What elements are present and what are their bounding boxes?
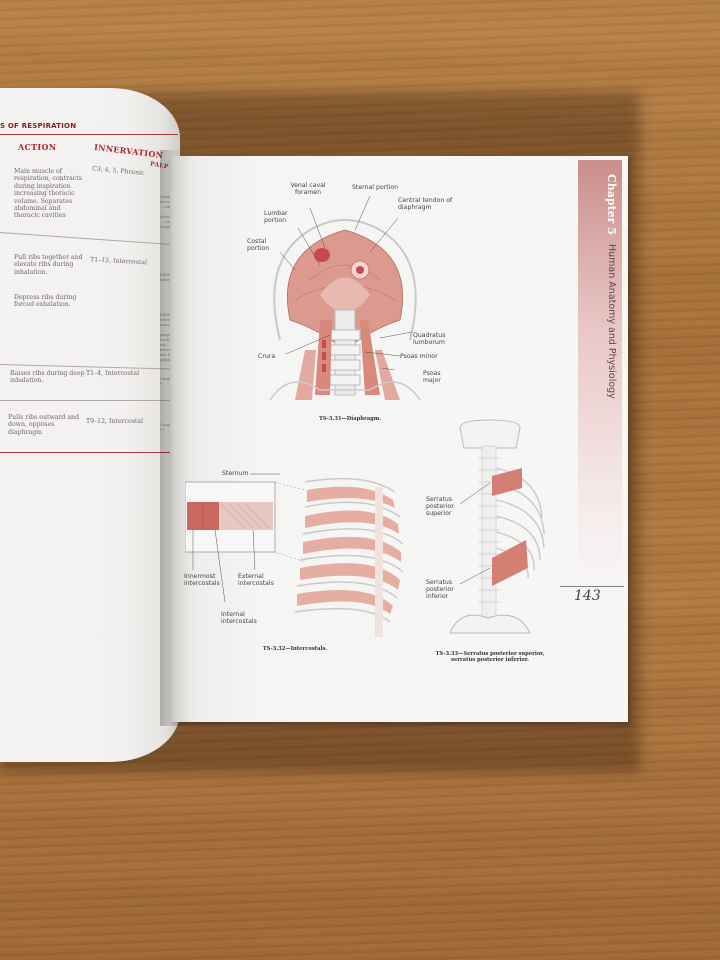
label-sternum: Sternum <box>222 470 249 477</box>
table-bottom-rule <box>0 452 178 453</box>
serratus-illustration <box>449 419 545 634</box>
chapter-title: Human Anatomy and Physiology <box>606 243 617 399</box>
page-number-rule <box>560 586 624 587</box>
label-costal: Costal portion <box>247 238 270 252</box>
chapter-tab-text: Chapter 5 Human Anatomy and Physiology <box>598 174 618 584</box>
row4-action: Raises ribs during deep inhalation. <box>10 370 85 385</box>
header-action: ACTION <box>18 142 57 152</box>
row5-action: Pulls ribs outward and down, opposes dia… <box>8 414 79 436</box>
row4-palpation: Cannot b... <box>160 376 180 384</box>
label-central-tendon: Central tendon of diaphragm <box>398 197 453 211</box>
label-lumbar: Lumbar portion <box>264 210 288 224</box>
row-divider <box>0 400 178 401</box>
label-venal-caval: Venal caval foramen <box>290 182 326 196</box>
label-psoas-minor: Psoas minor <box>400 353 438 360</box>
diaphragm-leader-lines <box>279 195 413 370</box>
table-title: S OF RESPIRATION <box>0 122 77 130</box>
label-innermost: Innermost intercostals <box>184 573 220 587</box>
label-quadratus: Quadratus lumborum <box>413 332 446 346</box>
page-number: 143 <box>574 588 601 604</box>
caption-intercostals: TS-3.32—Intercostals. <box>262 646 328 652</box>
label-psoas-major: Psoas major <box>423 370 441 384</box>
left-page <box>0 88 180 762</box>
caption-diaphragm: TS-3.31—Diaphragm. <box>318 416 382 422</box>
caption-serratus-line2: serratus posterior inferior. <box>451 657 529 663</box>
row4-innervation: T1–4, Intercostal <box>86 370 140 377</box>
chapter-tab <box>578 160 622 588</box>
caption-serratus: TS-3.33—Serratus posterior superior, ser… <box>420 651 560 663</box>
intercostals-illustration <box>185 473 404 637</box>
right-page <box>170 156 628 722</box>
book-gutter <box>160 150 190 726</box>
row2-action: Pull ribs together and elevate ribs duri… <box>14 254 83 276</box>
label-crura: Crura <box>258 353 276 360</box>
label-internal: Internal intercostals <box>221 611 257 625</box>
caption-serratus-line1: TS-3.33—Serratus posterior superior, <box>435 651 545 657</box>
row5-innervation: T9–12, Intercostal <box>86 418 144 425</box>
row5-palpation: Cannot pa... <box>160 422 180 430</box>
row3-action: Depress ribs during forced exhalation. <box>14 294 77 309</box>
table-top-rule <box>0 134 178 135</box>
diaphragm-illustration <box>269 219 421 401</box>
label-serratus-inferior: Serratus posterior inferior <box>426 579 454 600</box>
chapter-label: Chapter 5 <box>605 174 618 235</box>
label-serratus-superior: Serratus posterior superior <box>426 496 454 517</box>
label-external: External intercostals <box>238 573 274 587</box>
label-sternal: Sternal portion <box>352 184 399 191</box>
row1-action: Main muscle of respiration, contracts du… <box>14 168 82 220</box>
